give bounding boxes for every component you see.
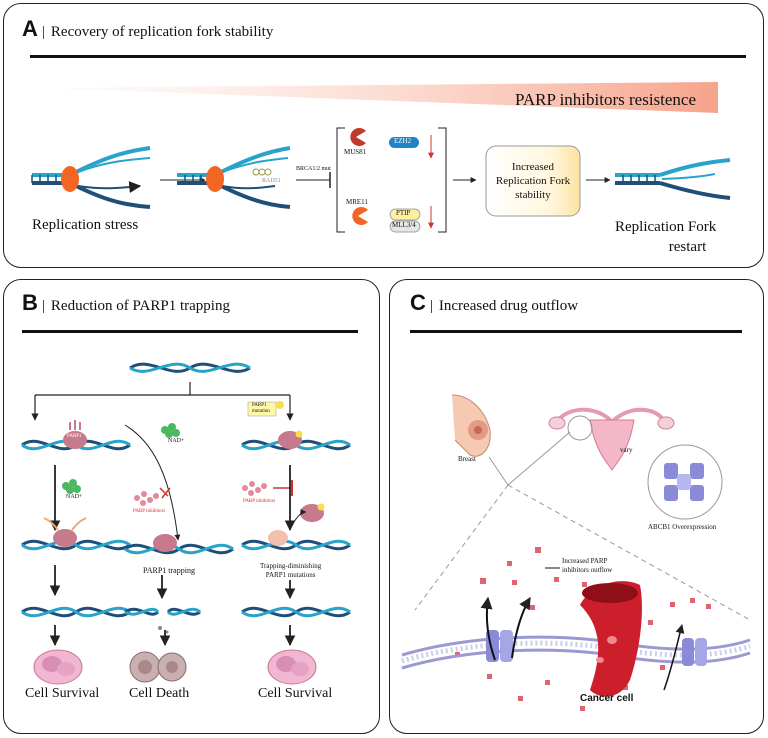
parp-inhibitor-icon-middle (134, 487, 171, 506)
parp1-label-left: PARP1 (67, 434, 82, 439)
resistance-gradient (48, 82, 718, 113)
mus81-icon (350, 128, 366, 146)
transporter-right (682, 638, 707, 666)
replication-fork-restart (615, 158, 731, 200)
stability-text: Increased Replication Fork stability (486, 160, 580, 202)
dna-restored-right (241, 606, 351, 618)
ezh2-label: EZH2 (394, 137, 412, 145)
stability-line-3: stability (515, 189, 551, 201)
cancer-cell-label: Cancer cell (580, 693, 634, 704)
drug-particles (455, 547, 711, 711)
outflow-line-2: inhibitors outflow (562, 566, 613, 574)
breast-icon (451, 394, 491, 457)
dna-parp1-left (21, 420, 131, 451)
mll34-badge (389, 220, 421, 233)
parp1-mutation-label: PARP1 mutation (252, 403, 270, 415)
parp-inhibitor-icon-right (242, 481, 267, 496)
trapping-line-2: PARP1 mutations (265, 571, 316, 579)
dna-restored-left (21, 606, 131, 618)
replication-fork-2 (177, 146, 291, 209)
breast-label: Breast (458, 455, 476, 463)
cell-survival-label-right: Cell Survival (258, 686, 333, 701)
panel-c-letter: C (410, 290, 426, 315)
panel-a-letter: A (22, 16, 38, 41)
panel-c-rule (410, 330, 742, 333)
cell-survival-icon-right (267, 649, 317, 685)
cell-death-label: Cell Death (129, 686, 190, 701)
panel-c-title-text: Increased drug outflow (438, 298, 579, 314)
mre11-label: MRE11 (346, 198, 368, 206)
panel-b-title-text: Reduction of PARP1 trapping (50, 298, 230, 314)
dna-broken (124, 607, 202, 634)
dna-trapped (124, 534, 234, 555)
uterus-icon (548, 407, 675, 471)
panel-a (3, 3, 764, 268)
blood-vessel-icon (580, 581, 642, 697)
dna-mutant-parp1 (241, 530, 351, 551)
parp1-mutation-line-1: PARP1 (252, 403, 267, 408)
abcb1-label: ABCB1 Overexpression (648, 523, 717, 531)
replication-stress-label: Replication stress (32, 217, 139, 233)
restart-line-2: restart (668, 239, 707, 255)
cell-death-icon (129, 651, 187, 683)
panel-b-rule (22, 330, 358, 333)
parp1-released (291, 503, 325, 526)
mre11-icon (352, 207, 368, 226)
restart-label: Replication Fork restart (615, 217, 716, 257)
parp1-mutation-badge (247, 401, 277, 417)
parp-inhibitors-label-right: PARP inhibitors (243, 499, 276, 504)
rad51-label: RAD51 (262, 178, 281, 184)
mll34-label: MLL3/4 (392, 221, 416, 229)
ptip-label: PTIP (396, 209, 411, 217)
dna-top (129, 362, 251, 373)
cell-survival-icon-left (33, 649, 83, 685)
panel-c-title: C|Increased drug outflow (410, 290, 579, 315)
parp-inhibitors-label-middle: PARP inhibitors (133, 509, 166, 514)
parp1-trapping-label: PARP1 trapping (143, 566, 195, 575)
replication-fork-1 (31, 146, 151, 209)
nad-label-left: NAD+ (66, 494, 83, 500)
nad-icon-middle (161, 423, 180, 438)
stability-box (485, 145, 581, 217)
outflow-line-1: Increased PARP (562, 557, 608, 565)
cell-survival-label-left: Cell Survival (25, 686, 100, 701)
panel-a-title-text: Recovery of replication fork stability (50, 24, 274, 40)
restart-line-1: Replication Fork (615, 219, 717, 235)
panel-b-title: B|Reduction of PARP1 trapping (22, 290, 230, 315)
ovary-label: vary (620, 446, 633, 454)
ezh2-badge (389, 137, 419, 148)
mus81-label: MUS81 (344, 148, 367, 156)
stability-line-2: Replication Fork (495, 175, 571, 187)
parp1-mutation-line-2: mutation (252, 409, 270, 414)
trapping-line-1: Trapping-diminishing (260, 562, 322, 570)
resistance-label: PARP inhibitors resistence (515, 90, 697, 109)
brca-label: BRCA1/2 mut (296, 166, 331, 172)
panel-a-title: A|Recovery of replication fork stability (22, 16, 274, 41)
dna-parp1-right (241, 430, 351, 451)
panel-a-rule (30, 55, 746, 58)
outflow-label: Increased PARP inhibitors outflow (562, 557, 612, 575)
nad-label-middle: NAD+ (168, 438, 185, 444)
nad-icon-left (62, 479, 81, 494)
panel-b-letter: B (22, 290, 38, 315)
stability-line-1: Increased (511, 161, 555, 173)
abcb1-icon (647, 444, 723, 520)
dna-parylation (21, 517, 131, 551)
ptip-badge (389, 208, 421, 221)
trapping-diminishing-label: Trapping-diminishing PARP1 mutations (260, 562, 321, 580)
